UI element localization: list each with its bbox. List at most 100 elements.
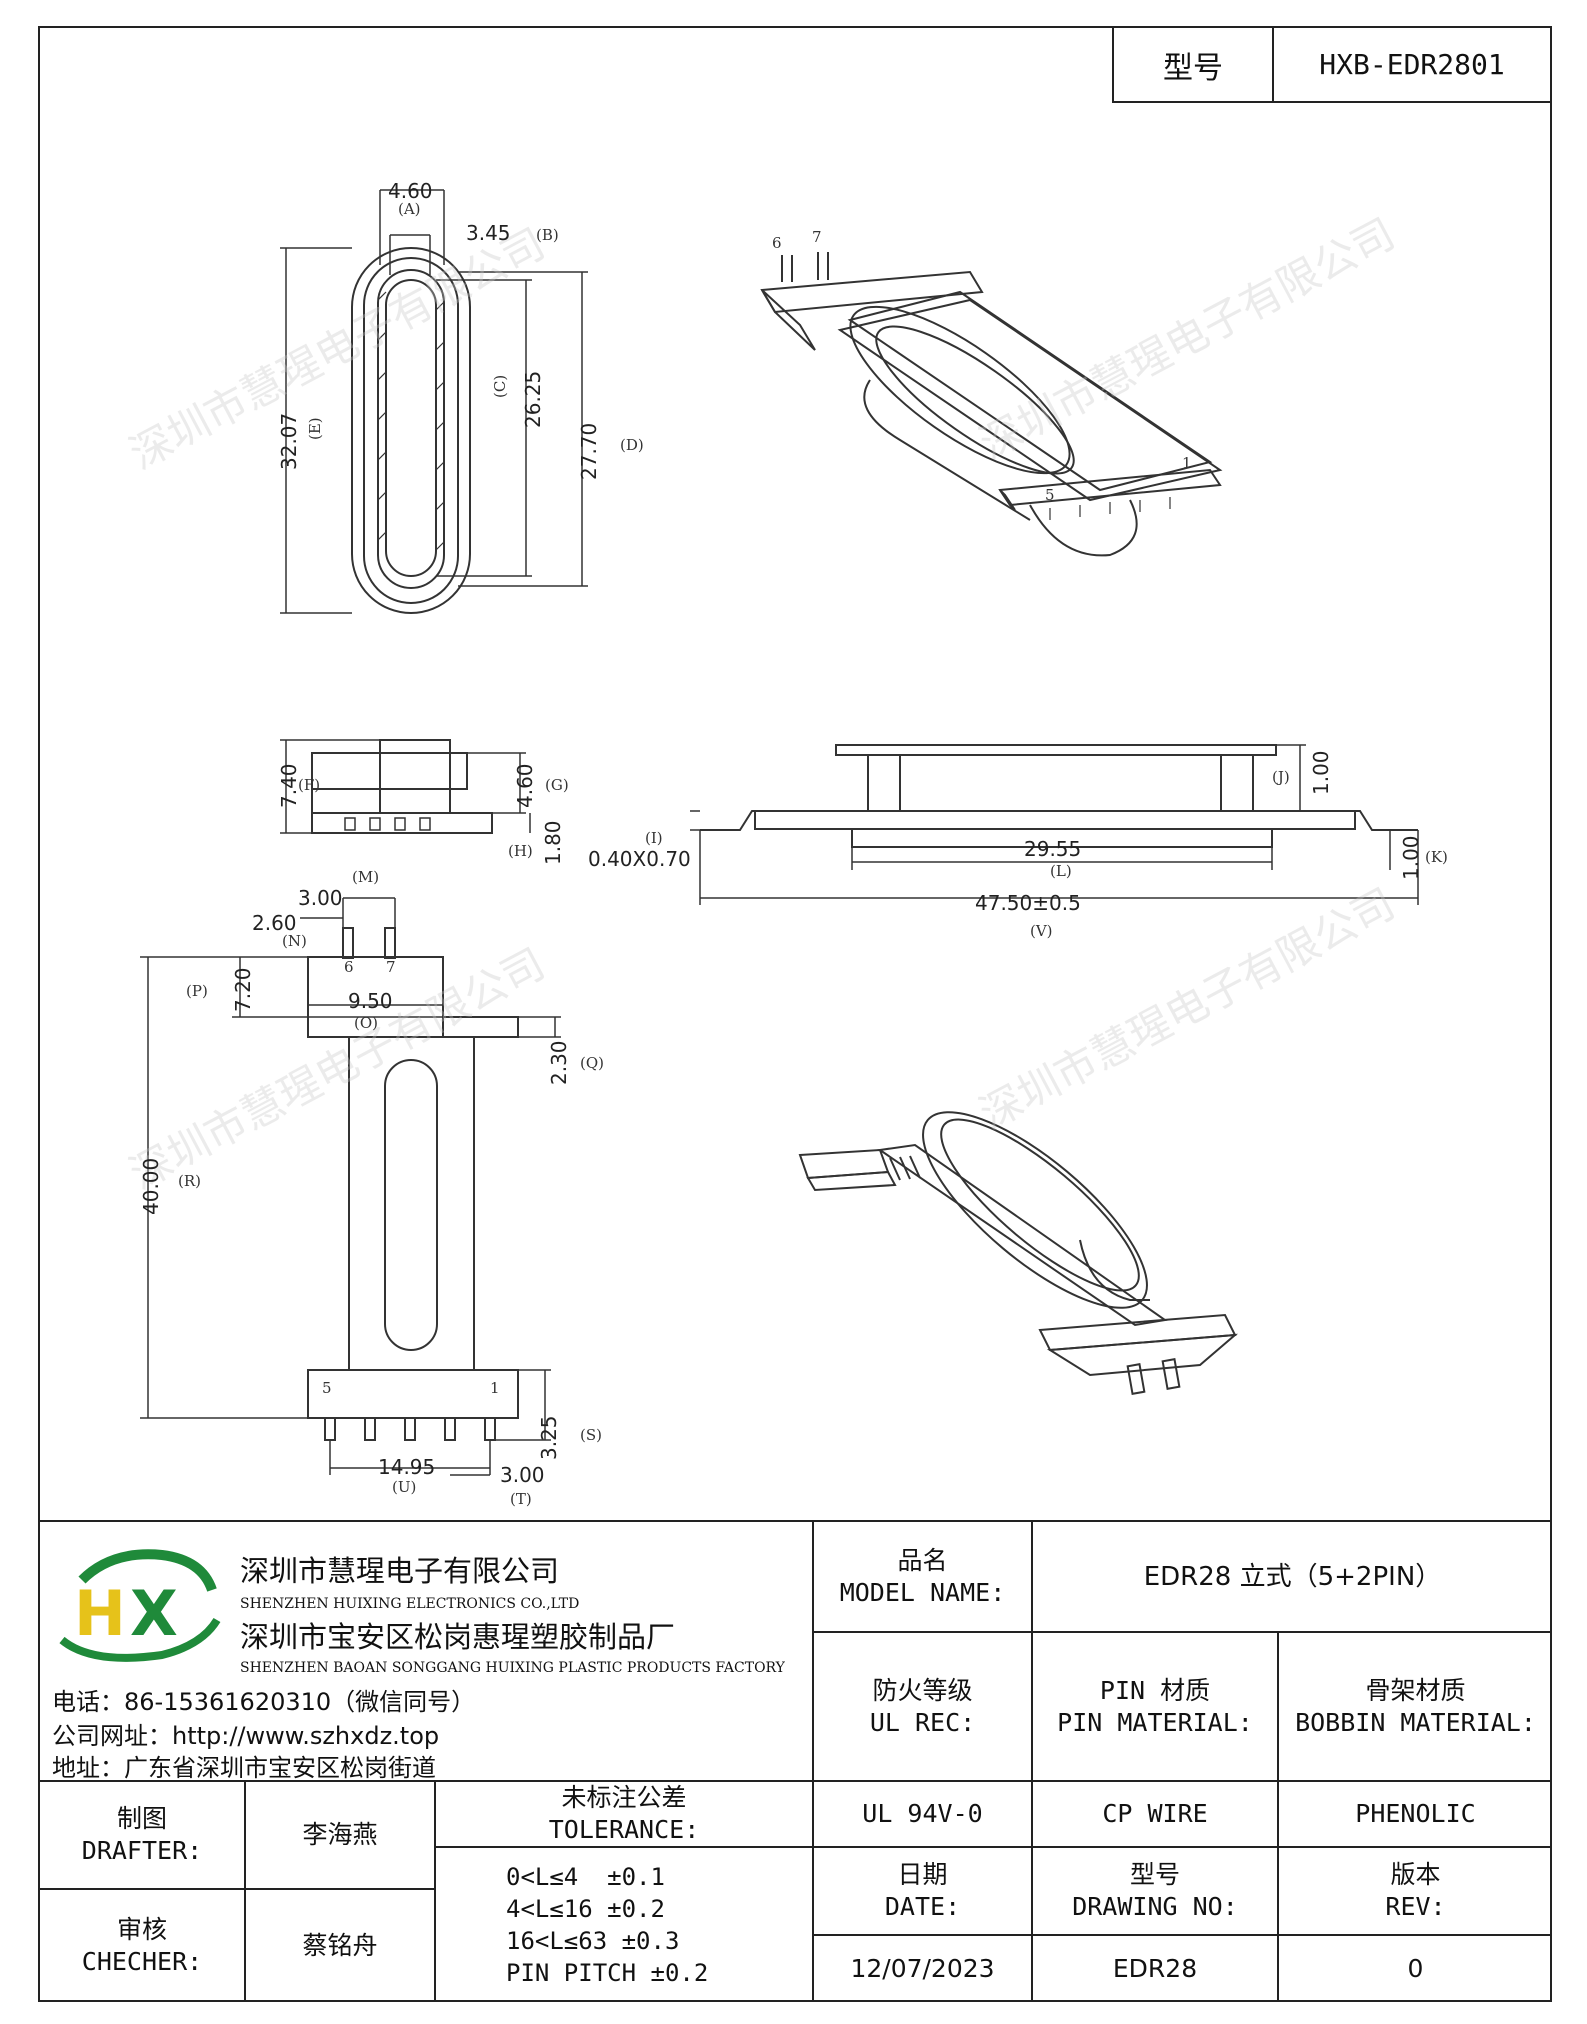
tb-line: [244, 1780, 246, 2002]
factory-name-cn: 深圳市宝安区松岗惠瑆塑胶制品厂: [240, 1620, 676, 1654]
model-name-value: EDR28 立式（5+2PIN）: [1143, 1561, 1442, 1592]
header-model-value: HXB-EDR2801: [1272, 26, 1552, 103]
dim-text: 29.55: [1024, 837, 1081, 861]
dim-label: (P): [186, 982, 208, 1000]
pin-number: 1: [490, 1379, 500, 1397]
tolerance-line: 4<L≤16 ±0.2: [506, 1895, 665, 1923]
pin-number: 5: [322, 1379, 332, 1397]
dim-label: (Q): [580, 1054, 604, 1072]
label-en: PIN MATERIAL:: [1057, 1707, 1253, 1737]
label-cn: 防火等级: [872, 1675, 973, 1705]
model-name-label: 品名 MODEL NAME:: [814, 1522, 1031, 1631]
tolerance-label: 未标注公差 TOLERANCE:: [436, 1782, 812, 1846]
tb-line: [812, 1934, 1552, 1936]
label-en: CHECHER:: [81, 1947, 203, 1976]
label-en: DATE:: [884, 1892, 961, 1921]
label-en: BOBBIN MATERIAL:: [1295, 1707, 1536, 1737]
company-name-cn: 深圳市慧瑆电子有限公司: [240, 1554, 560, 1588]
dim-label: (J): [1272, 768, 1290, 786]
logo-letter-h: H: [74, 1577, 126, 1650]
company-address: 地址：广东省深圳市宝安区松岗街道: [52, 1754, 436, 1782]
dim-label: (D): [620, 436, 644, 454]
dim-label: (G): [545, 776, 569, 794]
dim-text: 3.00: [298, 886, 343, 910]
label-cn: 骨架材质: [1365, 1675, 1466, 1705]
tolerance-line: PIN PITCH ±0.2: [506, 1959, 709, 1987]
pin-number: 6: [772, 234, 782, 252]
dim-text: 3.45: [466, 221, 511, 245]
dim-text: 26.25: [521, 371, 545, 428]
dim-label: (U): [392, 1478, 416, 1496]
dim-text: 4.60: [388, 179, 433, 203]
tb-line: [1031, 1520, 1033, 2002]
tb-line: [434, 1846, 812, 1848]
label-en: TOLERANCE:: [548, 1815, 700, 1844]
tb-line: [1277, 1631, 1279, 2002]
top-view: [280, 189, 588, 614]
pin-number: 6: [344, 958, 354, 976]
watermark-text: 深圳市慧瑆电子有限公司: [122, 939, 553, 1199]
watermark-text: 深圳市慧瑆电子有限公司: [122, 219, 553, 479]
company-logo: H X: [59, 1549, 221, 1662]
pin-material-value: CP WIRE: [1102, 1799, 1208, 1828]
pin-number: 7: [812, 228, 822, 246]
watermark-text: 深圳市慧瑆电子有限公司: [972, 879, 1403, 1139]
logo-swoosh: [59, 1617, 221, 1662]
checker-label: 审核 CHECHER:: [40, 1890, 244, 2002]
dim-label: (V): [1030, 922, 1053, 940]
rev-value: 0: [1407, 1954, 1424, 1983]
drawing-no-label: 型号 DRAWING NO:: [1033, 1848, 1277, 1934]
title-block-top-line: [38, 1520, 1552, 1522]
dim-text: 1.00: [1309, 750, 1333, 795]
label-cn: 日期: [897, 1860, 948, 1889]
drawing-no-value: EDR28: [1112, 1954, 1198, 1983]
dim-text: 40.00: [139, 1158, 163, 1215]
company-phone: 电话：86-15361620310（微信同号）: [52, 1688, 476, 1716]
dim-label: (F): [298, 776, 320, 794]
dim-text: 47.50±0.5: [975, 891, 1081, 915]
dim-label: (C): [491, 375, 509, 398]
dim-text: 9.50: [348, 989, 393, 1013]
factory-name-en: SHENZHEN BAOAN SONGGANG HUIXING PLASTIC …: [240, 1660, 785, 1676]
tb-line: [812, 1846, 1552, 1848]
bobbin-material-label: 骨架材质 BOBBIN MATERIAL:: [1279, 1633, 1552, 1780]
tolerance-line: 0<L≤4 ±0.1: [506, 1863, 665, 1891]
pin-material-label: PIN 材质 PIN MATERIAL:: [1033, 1633, 1277, 1780]
dim-label: (N): [282, 932, 307, 950]
dim-label: (R): [178, 1172, 201, 1190]
checker-value: 蔡铭舟: [302, 1931, 378, 1960]
header-model-label: 型号: [1112, 26, 1274, 103]
pin-number: 7: [386, 958, 396, 976]
dim-text: 3.25: [537, 1415, 561, 1460]
tb-line: [812, 1631, 1552, 1633]
dim-text: 1.80: [541, 820, 565, 865]
dim-text: 1.00: [1399, 835, 1423, 880]
ul-rec-value: UL 94V-0: [862, 1799, 983, 1828]
tolerance-values: 0<L≤4 ±0.1 4<L≤16 ±0.2 16<L≤63 ±0.3 PIN …: [436, 1848, 812, 2002]
iso-view-top: [760, 252, 1223, 557]
label-cn: 未标注公差: [561, 1783, 687, 1812]
ul-rec-label: 防火等级 UL REC:: [814, 1633, 1031, 1780]
label-en: DRAWING NO:: [1072, 1892, 1238, 1921]
drawing-frame: [38, 26, 1552, 2002]
label-cn: 制图: [116, 1804, 167, 1833]
date-label: 日期 DATE:: [814, 1848, 1031, 1934]
dim-text: 27.70: [577, 423, 601, 480]
label-en: REV:: [1385, 1892, 1446, 1921]
dim-text: 7.40: [277, 763, 301, 808]
dim-text: 14.95: [378, 1455, 435, 1479]
company-website[interactable]: 公司网址：http://www.szhxdz.top: [52, 1722, 440, 1750]
rev-label: 版本 REV:: [1279, 1848, 1552, 1934]
company-name-en: SHENZHEN HUIXING ELECTRONICS CO.,LTD: [240, 1596, 580, 1612]
label-cn: 品名: [897, 1545, 948, 1575]
side-view-small: [280, 739, 531, 834]
dim-text: 0.40X0.70: [588, 847, 691, 871]
dim-label: (O): [354, 1014, 378, 1032]
tb-line: [38, 1780, 1552, 1782]
label-cn: PIN 材质: [1099, 1675, 1211, 1705]
label-en: DRAFTER:: [81, 1836, 203, 1865]
dim-text: 7.20: [231, 967, 255, 1012]
bottom-view: [140, 897, 561, 1476]
side-view-long: [690, 744, 1419, 905]
dim-label: (A): [398, 200, 421, 218]
